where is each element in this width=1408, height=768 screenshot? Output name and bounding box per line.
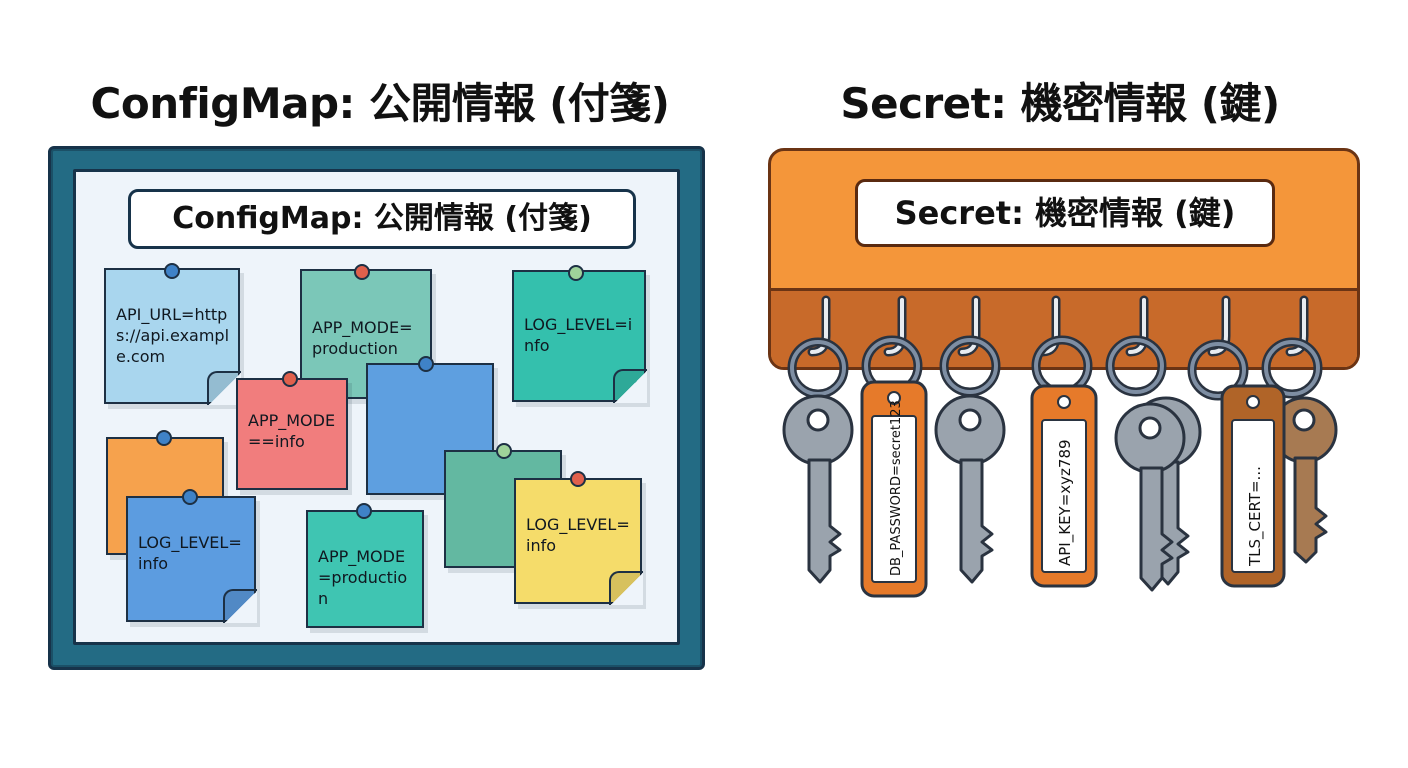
tag-text: TLS_CERT=... [1246, 466, 1265, 567]
sticky-note-blank [366, 356, 494, 495]
sticky-note-log-level: LOG_LEVEL=info [512, 265, 647, 403]
tag-tls-cert: TLS_CERT=... [1220, 384, 1286, 588]
note-text: LOG_LEVEL=info [524, 315, 633, 355]
note-curl [207, 371, 241, 405]
note-curl [223, 589, 257, 623]
key-icon [782, 394, 854, 584]
pin-icon [356, 503, 372, 519]
note-text: APP_MODE=production [318, 547, 408, 608]
board-label: ConfigMap: 公開情報 (付箋) [128, 189, 636, 249]
pin-icon [354, 264, 370, 280]
note-curl [609, 571, 643, 605]
note-curl [613, 369, 647, 403]
pin-icon [156, 430, 172, 446]
pin-icon [164, 263, 180, 279]
tag-text: API_KEY=xyz789 [1056, 439, 1075, 566]
configmap-heading: ConfigMap: 公開情報 (付箋) [90, 79, 670, 128]
pin-icon [496, 443, 512, 459]
note-text: API_URL=https://api.example.com [116, 305, 230, 366]
key-rack: Secret: 機密情報 (鍵) [768, 148, 1360, 370]
keys-illustration: DB_PASSWORD=secret123 API_KEY=xyz789 TLS… [782, 290, 1338, 598]
pin-icon [568, 265, 584, 281]
pin-icon [182, 489, 198, 505]
sticky-note-app-mode: APP_MODE=production [306, 503, 424, 628]
board-surface: ConfigMap: 公開情報 (付箋) API_URL=https://api… [73, 169, 680, 645]
sticky-note-app-mode-info: APP_MODE==info [236, 371, 348, 490]
rack-base [771, 288, 1357, 367]
pin-icon [282, 371, 298, 387]
key-icon [1270, 396, 1338, 564]
pin-icon [570, 471, 586, 487]
rack-label: Secret: 機密情報 (鍵) [855, 179, 1275, 247]
note-text: LOG_LEVEL=info [526, 515, 630, 555]
configmap-board: ConfigMap: 公開情報 (付箋) API_URL=https://api… [48, 146, 705, 670]
sticky-note-log-level: LOG_LEVEL=info [126, 489, 257, 623]
pin-icon [418, 356, 434, 372]
tag-text: DB_PASSWORD=secret123 [889, 400, 904, 576]
secret-heading: Secret: 機密情報 (鍵) [840, 79, 1280, 128]
tag-api-key: API_KEY=xyz789 [1030, 384, 1098, 588]
note-text: LOG_LEVEL=info [138, 533, 242, 573]
note-text: APP_MODE==info [248, 411, 336, 451]
sticky-note-api-url: API_URL=https://api.example.com [104, 263, 241, 405]
sticky-note-log-level: LOG_LEVEL=info [514, 471, 643, 605]
key-icon [934, 394, 1006, 584]
note-text: APP_MODE=production [312, 318, 413, 358]
tag-db-password: DB_PASSWORD=secret123 [860, 380, 928, 598]
